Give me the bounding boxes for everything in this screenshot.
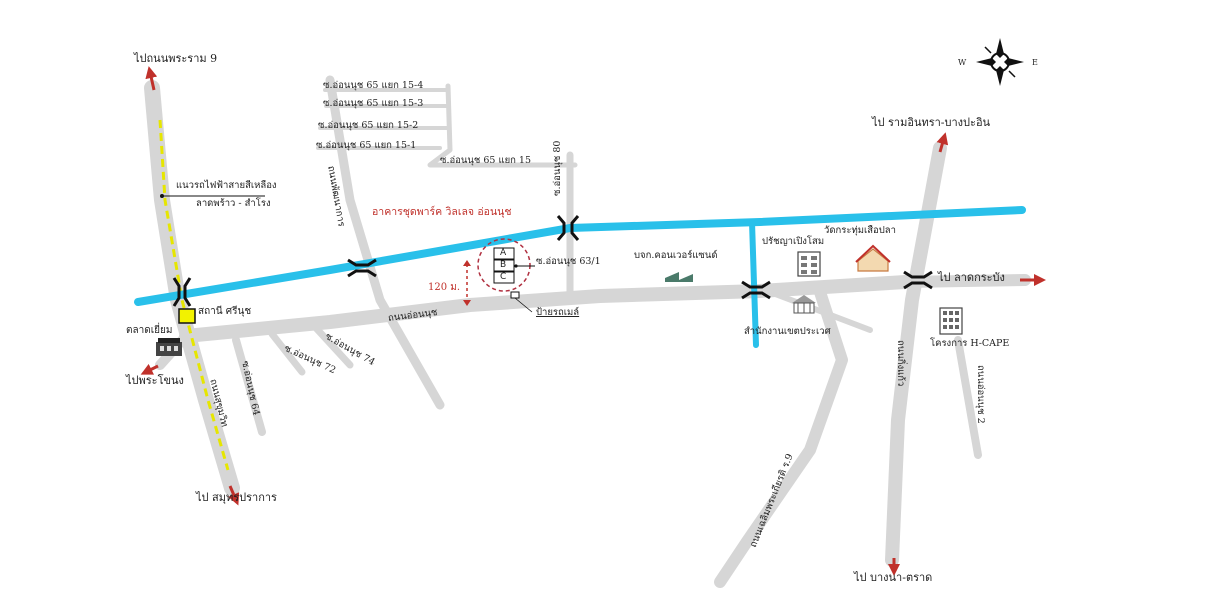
school-icon	[797, 251, 821, 277]
soi-80-label: ซ.อ่อนนุช 80	[552, 140, 563, 196]
bts-note-line1: แนวรถไฟฟ้าสายสีเหลือง	[176, 180, 277, 191]
dest-bangna-label: ไป บางนา-ตราด	[854, 571, 933, 584]
bridges	[172, 215, 933, 307]
dest-ramintra-label: ไป รามอินทรา-บางปะอิน	[872, 116, 991, 129]
market-icon	[156, 338, 182, 356]
soi-631-label: ซ.อ่อนนุช 63/1	[536, 256, 601, 267]
station-label: สถานี ศรีนุช	[198, 306, 252, 317]
direction-arrows	[140, 66, 1046, 576]
dest-samutprakan-label: ไป สมุทรปราการ	[196, 491, 277, 504]
kingkaew-road	[885, 141, 947, 567]
bridge-icon	[741, 280, 771, 300]
compass-icon	[976, 38, 1024, 86]
onnut-2-road	[954, 336, 982, 459]
station-marker	[178, 308, 196, 324]
arrow-ramintra-icon	[936, 132, 949, 153]
soi-72-road	[268, 330, 306, 376]
canal-branch	[749, 219, 759, 348]
soi-15-4-label: ซ.อ่อนนุช 65 แยก 15-4	[323, 80, 424, 91]
canal	[134, 206, 1026, 348]
dest-phrakhanong-label: ไปพระโขนง	[126, 374, 184, 387]
chaloem-phrakiat-road	[714, 286, 848, 588]
compass-east-label: E	[1032, 58, 1038, 67]
dest-rama9-label: ไปถนนพระราม 9	[134, 52, 218, 65]
kingkaew-label: ถนนกิ่งแก้ว	[895, 340, 906, 387]
soi-15-2-label: ซ.อ่อนนุช 65 แยก 15-2	[318, 120, 419, 131]
district-office-road	[767, 289, 873, 333]
bridge-icon	[556, 215, 580, 241]
on-nut-road	[179, 275, 912, 343]
school-label: ปรัชญาเปิงโสม	[762, 236, 825, 247]
project-icon	[939, 307, 963, 335]
arrow-north-icon	[145, 66, 158, 91]
compass-west-label: W	[958, 58, 967, 67]
bus-stop-label: ป้ายรถเมล์	[536, 307, 580, 318]
company-icon	[665, 272, 693, 282]
arrow-phrakhanong-icon	[140, 363, 159, 375]
soi-15-1-label: ซ.อ่อนนุช 65 แยก 15-1	[316, 140, 417, 151]
latkrabang-road	[899, 274, 1031, 288]
bus-stop-icon	[510, 291, 520, 299]
soi-15-3-label: ซ.อ่อนนุช 65 แยก 15-3	[323, 98, 424, 109]
road-network	[144, 75, 1031, 588]
soi-65-spine	[427, 83, 578, 168]
yellow-line-skytrain	[158, 119, 230, 471]
building-b-label: B	[500, 260, 507, 270]
market-label: ตลาดเยี่ยม	[126, 325, 173, 336]
onnut-2-label: ถนนอ่อนนุช 2	[975, 365, 986, 424]
building-location-marker	[463, 238, 535, 313]
canal-main	[134, 206, 1026, 306]
bridge-icon	[172, 277, 192, 307]
building-name-label: อาคารชุดพาร์ค วิลเลจ อ่อนนุช	[372, 206, 512, 218]
soi-74-road	[312, 324, 354, 369]
temple-icon	[855, 244, 891, 272]
dest-latkrabang-label: ไป ลาดกระบัง	[938, 271, 1005, 284]
soi-15-label: ซ.อ่อนนุช 65 แยก 15	[440, 155, 531, 166]
temple-label: วัดกระทุ่มเสือปลา	[824, 225, 896, 236]
building-a-label: A	[500, 248, 507, 258]
arrow-samutprakan-icon	[228, 485, 240, 506]
bridge-icon	[903, 270, 933, 290]
bts-note-line2: ลาดพร้าว - สำโรง	[196, 198, 271, 209]
project-label: โครงการ H-CAPE	[930, 338, 1010, 349]
company-label: บจก.คอนเวอร์แซนด์	[634, 250, 718, 261]
soi-64-road	[232, 336, 266, 436]
building-c-label: C	[500, 272, 507, 282]
distance-label: 120 ม.	[428, 282, 461, 293]
district-office-icon	[792, 295, 816, 314]
phatthanakan-road	[325, 75, 445, 410]
district-office-label: สำนักงานเขตประเวศ	[744, 326, 831, 337]
bridge-icon	[347, 258, 377, 278]
